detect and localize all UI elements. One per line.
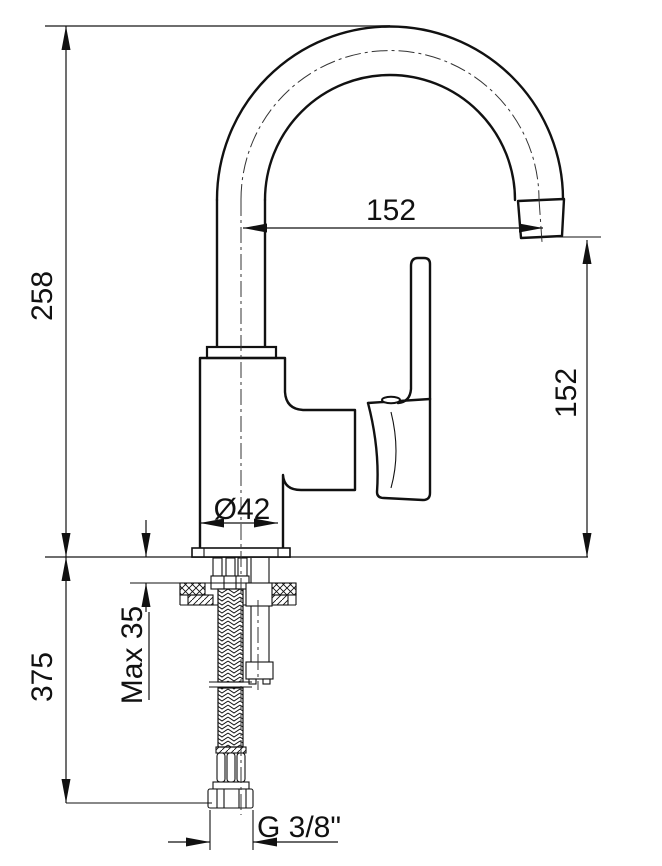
connection-nut [207, 788, 254, 809]
hose-end-fitting [212, 746, 250, 790]
left-gasket-strip [187, 594, 214, 606]
dim-label-152-reach: 152 [366, 194, 416, 227]
dimension-hose-length: 375 [26, 557, 212, 804]
dim-label-diameter: Ø42 [214, 493, 271, 526]
arrowhead-down [61, 779, 71, 803]
arrowhead-left [243, 223, 267, 233]
dimension-total-height: 258 [26, 26, 71, 557]
dimension-outlet-height: 152 [541, 236, 601, 557]
arrowhead-up [61, 26, 71, 50]
mounting-hardware [179, 557, 297, 809]
shank-nut [245, 582, 273, 607]
spout-arc [215, 25, 566, 349]
arrowhead-down [61, 533, 71, 557]
dim-label-152-outlet: 152 [550, 368, 583, 418]
clamping-plate [179, 582, 297, 606]
dimension-thread: G 3/8" [168, 810, 341, 850]
dimension-max-thickness: Max 35 [116, 520, 182, 704]
arrowhead-up [61, 557, 71, 581]
arrowhead-up [582, 240, 592, 264]
dim-label-thread: G 3/8" [257, 811, 341, 844]
arrowhead-right [186, 837, 210, 847]
faucet-outline [191, 25, 566, 558]
mounting-stud [245, 600, 274, 690]
mixer-body [198, 356, 357, 550]
arrowhead-down [582, 533, 592, 557]
arrowhead-right [519, 223, 543, 233]
arrowhead-down [141, 533, 151, 557]
left-washer-block [179, 582, 206, 596]
right-washer-block [270, 582, 297, 596]
braided-hose [209, 588, 252, 748]
cover-socket-intersection [390, 411, 397, 489]
dim-label-258: 258 [26, 271, 59, 321]
arrowhead-up [141, 583, 151, 607]
arrowhead-left [253, 837, 277, 847]
cartridge-cover [366, 397, 432, 502]
spout-outer-arc [215, 25, 565, 202]
handle-indicator-plug [381, 395, 401, 405]
dimension-base-diameter: Ø42 [200, 493, 278, 528]
dim-label-375: 375 [26, 652, 59, 702]
lever-handle [396, 256, 432, 405]
dim-label-max35: Max 35 [116, 606, 149, 704]
reference-lines [45, 25, 588, 558]
outlet-centerline [538, 198, 543, 243]
spout-inner-arc [263, 73, 517, 202]
arrowhead-right [254, 518, 278, 528]
centerlines [240, 50, 543, 815]
dimension-spout-reach: 152 [243, 194, 543, 233]
spout-arc-centerline [240, 50, 540, 201]
arrowhead-left [200, 518, 224, 528]
